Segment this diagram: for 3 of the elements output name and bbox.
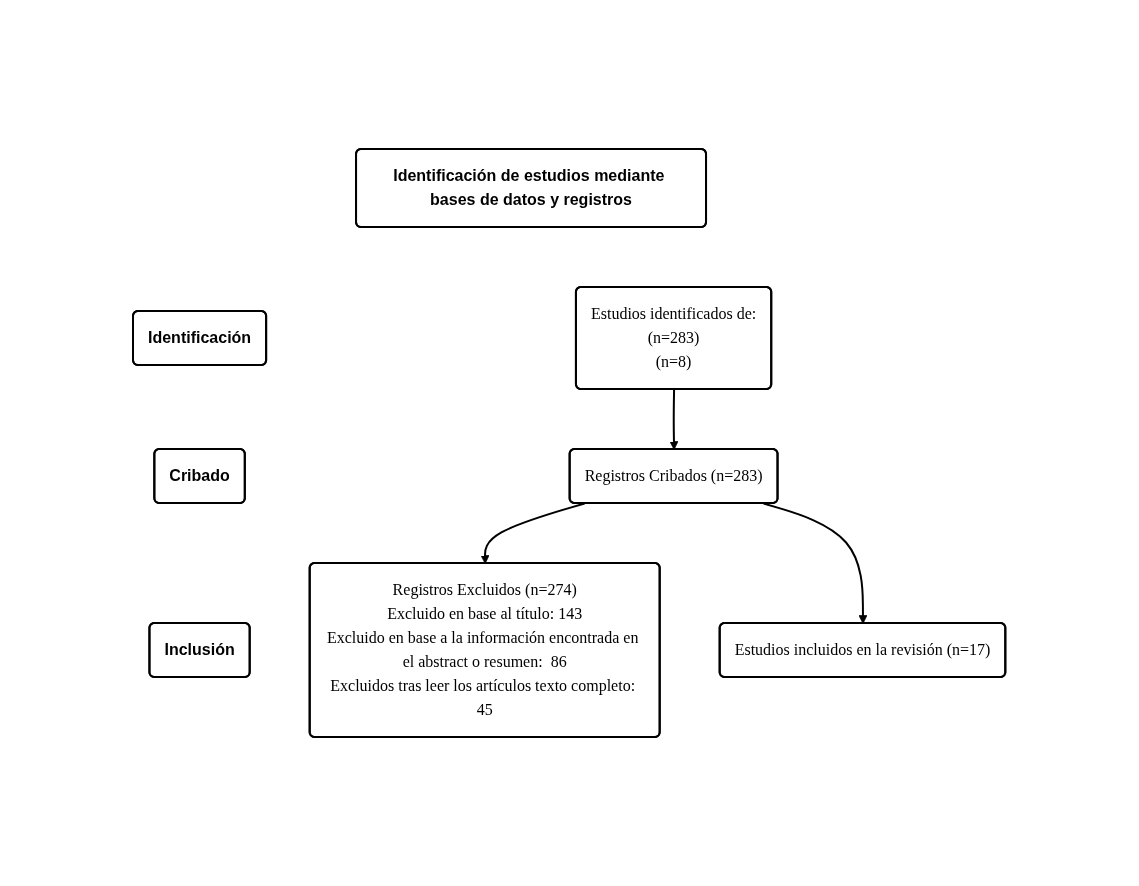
arrow bbox=[669, 388, 679, 450]
arrow bbox=[762, 502, 868, 624]
arrow bbox=[481, 502, 586, 564]
